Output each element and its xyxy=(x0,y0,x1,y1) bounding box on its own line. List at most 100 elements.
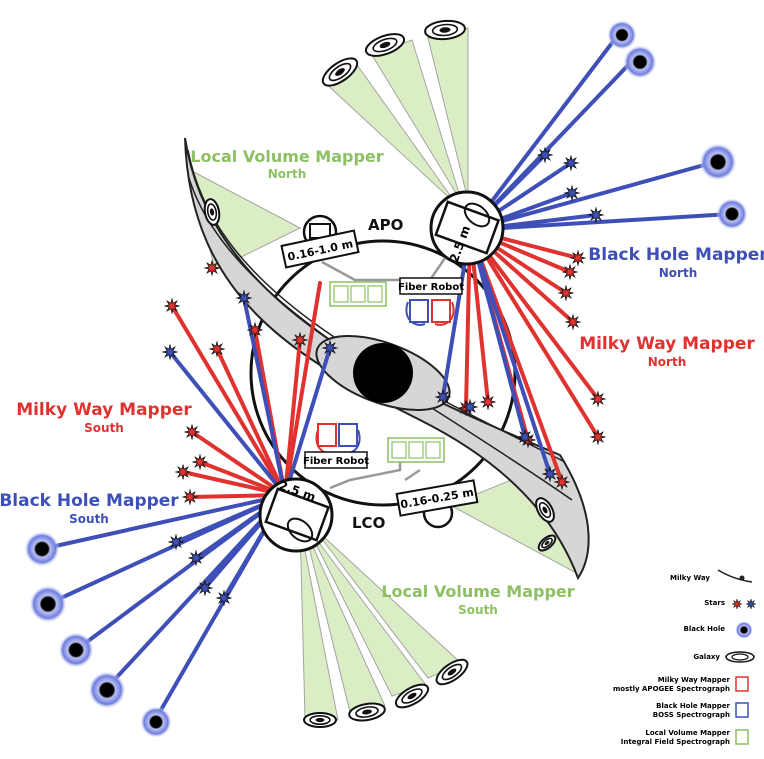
galaxy-icon xyxy=(435,658,469,686)
blue-sightline-north xyxy=(468,212,732,232)
galaxy-icon xyxy=(303,712,337,728)
black-hole-icon xyxy=(623,45,657,79)
star-icon xyxy=(434,388,452,406)
galaxies xyxy=(203,19,557,728)
star-icon xyxy=(191,453,209,471)
legend-lvm-title: Local Volume Mapper xyxy=(645,729,730,737)
star-icon xyxy=(557,284,575,302)
blue-sightline-north xyxy=(468,228,527,439)
star-icon xyxy=(745,598,757,610)
bhm-south-title: Black Hole Mapper xyxy=(0,491,179,511)
galaxy-icon xyxy=(348,702,386,722)
legend-bhm-title: Black Hole Mapper xyxy=(656,702,730,710)
legend-lvm-sub: Integral Field Spectrograph xyxy=(621,738,730,746)
legend-bhm-icon xyxy=(735,702,749,718)
galaxy-icon xyxy=(321,57,359,87)
lvm-north-title: Local Volume Mapper xyxy=(190,147,383,166)
legend-mwm-title: Milky Way Mapper xyxy=(658,676,731,684)
fiber-robot-north: Fiber Robot xyxy=(398,277,464,326)
galaxy-icon xyxy=(364,33,406,57)
mwm-north-title: Milky Way Mapper xyxy=(579,334,755,354)
blue-sightline-north xyxy=(468,56,637,232)
stars xyxy=(161,146,607,607)
star-icon xyxy=(235,289,253,307)
lco-label: LCO xyxy=(352,514,385,532)
red-sightline-south xyxy=(170,304,287,497)
legend-galaxy-icon xyxy=(725,651,755,663)
mwm-south-title: Milky Way Mapper xyxy=(16,400,192,420)
star-icon xyxy=(215,589,233,607)
apo-lvm-spectrographs xyxy=(329,281,387,307)
apo-telescope: 2.5 m xyxy=(429,190,505,266)
lvm-south-sub: South xyxy=(458,603,498,617)
star-icon xyxy=(321,339,339,357)
blue-sightline-south xyxy=(283,346,332,497)
star-icon xyxy=(731,598,743,610)
blue-sightline-north xyxy=(468,228,552,476)
star-icon xyxy=(516,428,534,446)
galaxy-icon xyxy=(424,19,466,41)
star-icon xyxy=(564,313,582,331)
legend-stars-label: Stars xyxy=(704,599,725,607)
star-icon xyxy=(174,463,192,481)
blue-sightline-north xyxy=(468,160,717,232)
legend-milky-way-label: Milky Way xyxy=(670,574,710,582)
mwm-north-sub: North xyxy=(648,355,686,369)
fiber-robot-south-label: Fiber Robot xyxy=(303,456,369,467)
black-hole-icon xyxy=(88,671,126,709)
red-sightline-south xyxy=(215,347,287,497)
star-icon xyxy=(291,331,309,349)
bhm-south-sub: South xyxy=(69,512,109,526)
legend-mwm-sub: mostly APOGEE Spectrograph xyxy=(613,685,730,693)
lvm-cones-north xyxy=(321,27,469,206)
blue-sightline-north xyxy=(468,33,620,232)
star-icon xyxy=(541,465,559,483)
red-sightline-south xyxy=(283,281,322,497)
mwm-south-sub: South xyxy=(84,421,124,435)
black-hole-icon xyxy=(140,706,172,738)
lvm-cones-south xyxy=(299,524,463,721)
star-icon xyxy=(196,579,214,597)
legend-lvm-icon xyxy=(735,729,749,745)
star-icon xyxy=(163,297,181,315)
star-icon xyxy=(536,146,554,164)
star-icon xyxy=(167,533,185,551)
black-hole-icon xyxy=(29,585,67,623)
legend: Milky Way Stars Black Hole Galaxy Milky … xyxy=(613,569,757,746)
apo-label: APO xyxy=(368,216,403,234)
legend-milky-way-icon xyxy=(717,569,753,583)
bhm-north-title: Black Hole Mapper xyxy=(588,245,764,265)
star-icon xyxy=(187,549,205,567)
star-icon xyxy=(553,473,571,491)
red-sightline-south xyxy=(190,430,287,497)
lco-small-telescope: 0.16-0.25 m xyxy=(395,479,479,529)
fiber-robot-north-label: Fiber Robot xyxy=(398,282,464,293)
legend-mwm-icon xyxy=(735,676,749,692)
galaxy-icon xyxy=(535,497,555,523)
galaxy-icon xyxy=(203,198,221,226)
star-icon xyxy=(208,340,226,358)
black-hole-mapper-sightlines xyxy=(40,33,732,724)
star-icon xyxy=(246,321,264,339)
lco-lvm-spectrographs xyxy=(387,437,445,463)
black-holes xyxy=(24,20,748,738)
bhm-north-sub: North xyxy=(659,266,697,280)
star-icon xyxy=(589,390,607,408)
blue-sightline-south xyxy=(168,350,287,497)
star-icon xyxy=(161,343,179,361)
black-hole-icon xyxy=(716,198,748,230)
lvm-south-title: Local Volume Mapper xyxy=(381,582,574,601)
legend-stars-icon xyxy=(731,598,757,610)
lvm-north-sub: North xyxy=(268,167,306,181)
star-icon xyxy=(461,398,479,416)
star-icon xyxy=(561,263,579,281)
red-sightline-north xyxy=(468,228,600,439)
black-hole-icon xyxy=(699,143,737,181)
star-icon xyxy=(589,428,607,446)
star-icon xyxy=(181,488,199,506)
apo-small-telescope: 0.16-1.0 m xyxy=(280,214,360,269)
star-icon xyxy=(563,184,581,202)
black-hole-icon xyxy=(58,632,94,668)
galaxy-icon xyxy=(537,534,557,552)
